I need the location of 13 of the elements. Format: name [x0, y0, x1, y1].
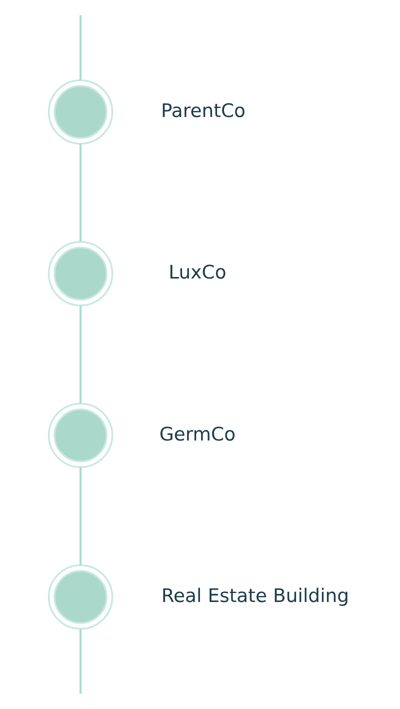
connector: [80, 467, 82, 566]
node-circle: [48, 564, 114, 630]
node-label: GermCo: [159, 424, 236, 446]
connector: [80, 15, 82, 80]
node-circle: [48, 241, 114, 306]
node-label: LuxCo: [168, 262, 226, 284]
node-circle: [48, 79, 114, 145]
node-circle: [48, 402, 114, 468]
node-label: ParentCo: [160, 100, 246, 122]
node-label: Real Estate Building: [161, 586, 350, 607]
connector: [80, 144, 82, 242]
connector: [80, 306, 82, 404]
connector: [80, 629, 82, 694]
